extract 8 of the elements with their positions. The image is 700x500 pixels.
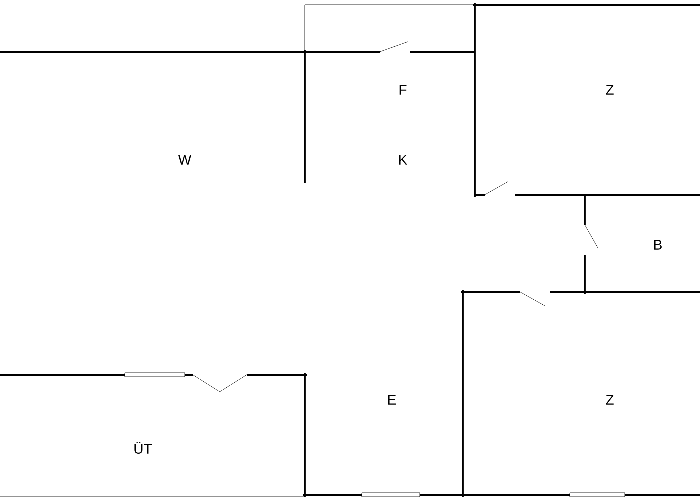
room-label: ÜT <box>134 442 152 454</box>
room-label: K <box>399 155 408 165</box>
room-label: Z <box>606 395 614 405</box>
room-label: Z <box>606 85 614 95</box>
room-label: B <box>654 240 662 250</box>
room-label: F <box>400 85 407 95</box>
room-label: E <box>388 395 396 405</box>
room-label: W <box>178 155 192 165</box>
